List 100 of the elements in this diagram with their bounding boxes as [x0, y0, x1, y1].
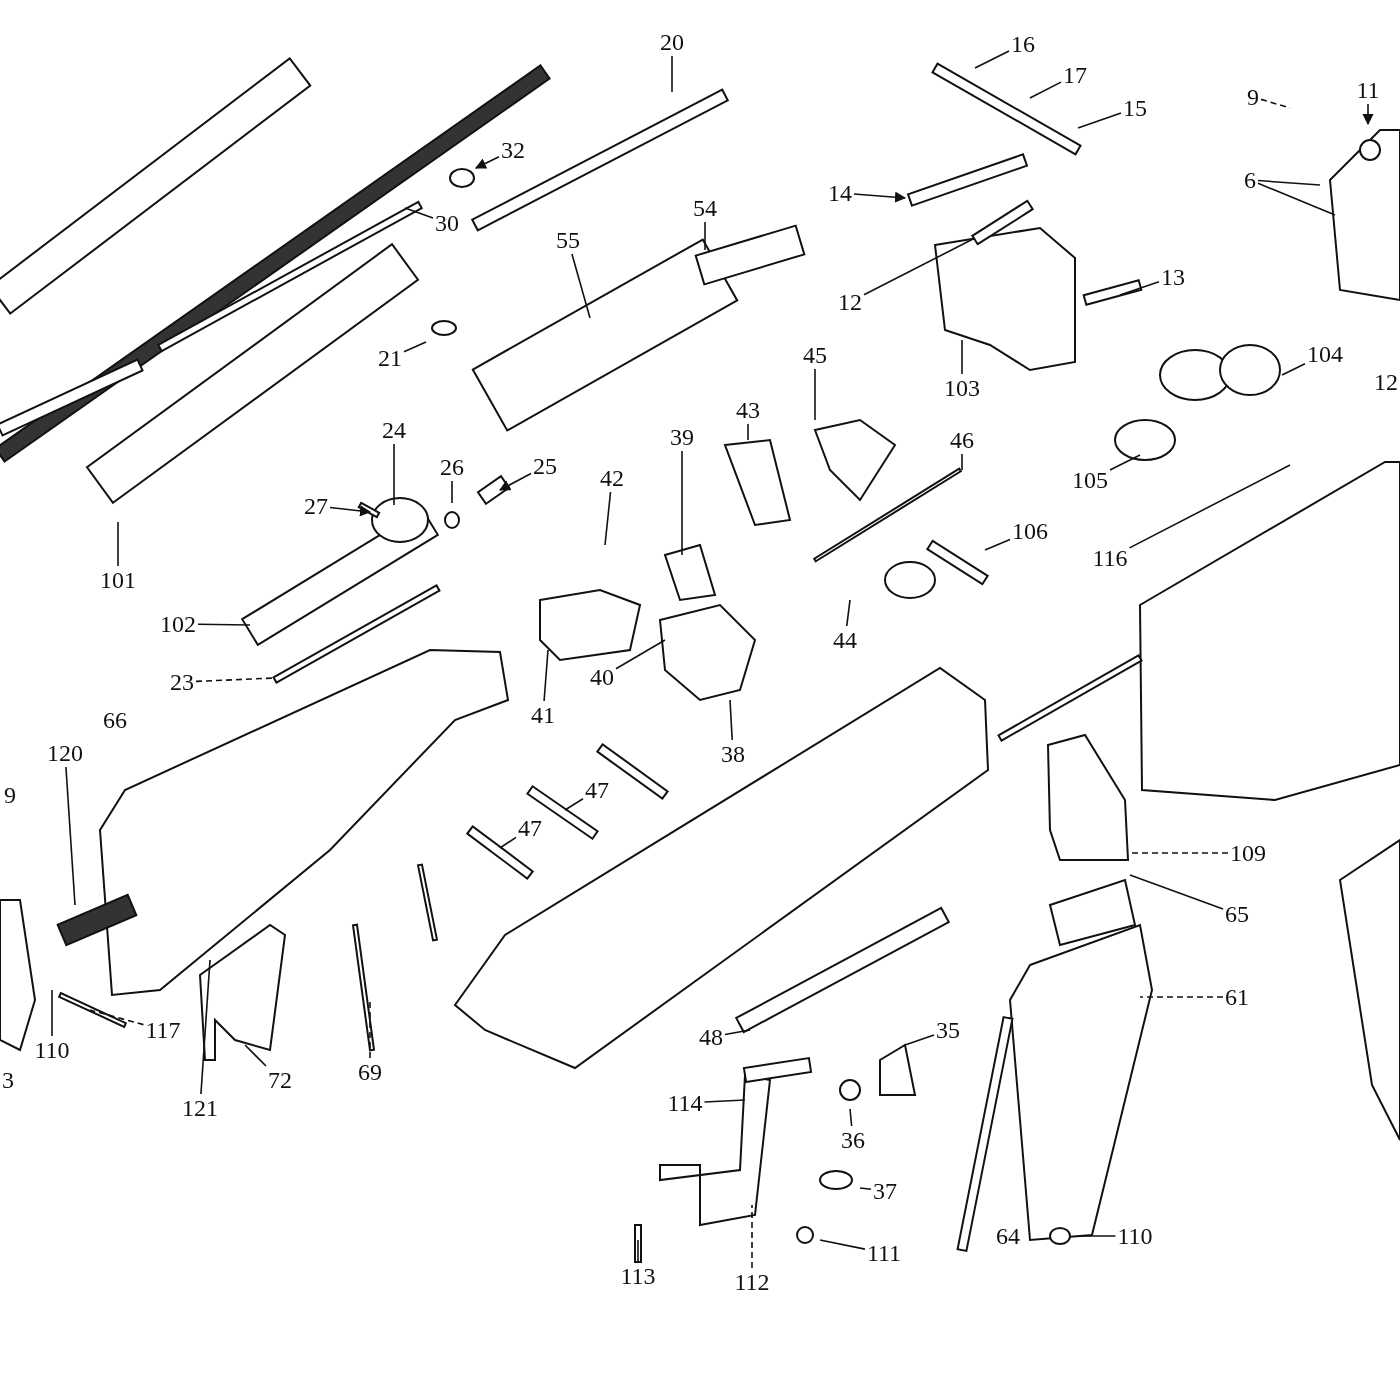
leader-line	[704, 221, 706, 251]
callout-number: 36	[841, 1128, 865, 1152]
leader-line	[984, 538, 1011, 551]
leader-line	[637, 1239, 639, 1263]
callout-number: 40	[590, 665, 614, 689]
leader-line	[961, 339, 963, 375]
callout-number: 55	[556, 228, 580, 252]
leader-line	[751, 1204, 753, 1269]
callout-number: 27	[304, 494, 328, 518]
leader-line	[819, 1239, 866, 1250]
callout-number: 12	[838, 290, 862, 314]
leader-line	[451, 480, 453, 504]
callout-number: 16	[1011, 32, 1035, 56]
leader-line	[403, 341, 427, 353]
callout-number: 17	[1063, 63, 1087, 87]
leader-line	[671, 55, 673, 93]
leader-line	[564, 797, 584, 811]
callout-number: 106	[1012, 519, 1048, 543]
leader-line	[51, 989, 53, 1037]
leader-line	[615, 639, 666, 670]
leader-line	[703, 1099, 746, 1103]
callout-number: 66	[103, 708, 127, 732]
callout-number: 20	[660, 30, 684, 54]
callout-number: 116	[1092, 546, 1128, 570]
callout-number: 101	[100, 568, 136, 592]
callout-number: 113	[620, 1264, 656, 1288]
callout-number: 47	[518, 816, 542, 840]
callout-number: 104	[1307, 342, 1343, 366]
leader-line	[543, 649, 549, 702]
callout-number: 42	[600, 466, 624, 490]
callout-number: 9	[1247, 85, 1259, 109]
leader-line	[859, 1187, 872, 1191]
leader-line	[961, 453, 963, 471]
leader-line	[1128, 464, 1291, 549]
callout-number: 43	[736, 398, 760, 422]
leader-line	[1129, 852, 1229, 854]
leader-line	[974, 50, 1010, 69]
leader-line	[1119, 280, 1160, 296]
leader-line	[845, 599, 851, 627]
callout-number: 3	[2, 1068, 14, 1092]
callout-number: 39	[670, 425, 694, 449]
leader-line	[863, 237, 976, 296]
leader-line	[1362, 103, 1374, 126]
leader-line	[1129, 874, 1224, 910]
callout-number: 38	[721, 742, 745, 766]
callout-number: 35	[936, 1018, 960, 1042]
leader-line	[724, 1029, 751, 1036]
leader-line	[1257, 179, 1321, 186]
callout-number: 109	[1230, 841, 1266, 865]
leader-line	[1281, 362, 1306, 376]
leader-line	[197, 623, 251, 626]
leader-line	[849, 1108, 853, 1127]
callout-number: 103	[944, 376, 980, 400]
leader-line	[1081, 1235, 1117, 1237]
leader-line	[681, 450, 683, 556]
callout-number: 11	[1356, 78, 1380, 102]
leader-line	[200, 959, 211, 1095]
leader-line	[475, 156, 500, 169]
callout-number: 110	[1117, 1224, 1153, 1248]
callout-number: 65	[1225, 902, 1249, 926]
callout-number: 32	[501, 138, 525, 162]
callout-number: 110	[34, 1038, 70, 1062]
callout-number: 69	[358, 1060, 382, 1084]
callout-number: 114	[667, 1091, 703, 1115]
leader-line	[89, 1009, 145, 1026]
callout-number: 64	[996, 1224, 1020, 1248]
callout-number: 111	[866, 1241, 902, 1265]
callout-number: 120	[47, 741, 83, 765]
leader-line	[1257, 182, 1336, 216]
callout-number: 30	[435, 211, 459, 235]
callout-number: 45	[803, 343, 827, 367]
callout-number: 48	[699, 1025, 723, 1049]
callout-number: 61	[1225, 985, 1249, 1009]
callout-number: 121	[182, 1096, 218, 1120]
callout-number: 46	[950, 428, 974, 452]
callout-number: 117	[145, 1018, 181, 1042]
callout-number: 6	[1244, 168, 1256, 192]
leader-line	[853, 191, 907, 203]
callout-number: 37	[873, 1179, 897, 1203]
callout-number: 41	[531, 703, 555, 727]
leader-line	[369, 999, 371, 1059]
leader-line	[1029, 81, 1062, 99]
leader-line	[1109, 454, 1141, 471]
leader-line	[244, 1044, 267, 1067]
leader-line	[117, 521, 119, 567]
callout-number: 23	[170, 670, 194, 694]
callout-number: 112	[734, 1270, 770, 1294]
callout-number: 9	[4, 783, 16, 807]
leader-line	[499, 836, 517, 849]
leader-line	[729, 699, 733, 741]
leader-line	[747, 423, 749, 441]
callout-number: 26	[440, 455, 464, 479]
leader-line	[1077, 112, 1122, 129]
callout-number: 15	[1123, 96, 1147, 120]
callout-number: 13	[1161, 265, 1185, 289]
leader-line	[814, 368, 816, 421]
leader-line	[604, 491, 612, 546]
leader-line	[1139, 996, 1224, 998]
callout-number: 21	[378, 346, 402, 370]
leader-line	[393, 443, 395, 506]
